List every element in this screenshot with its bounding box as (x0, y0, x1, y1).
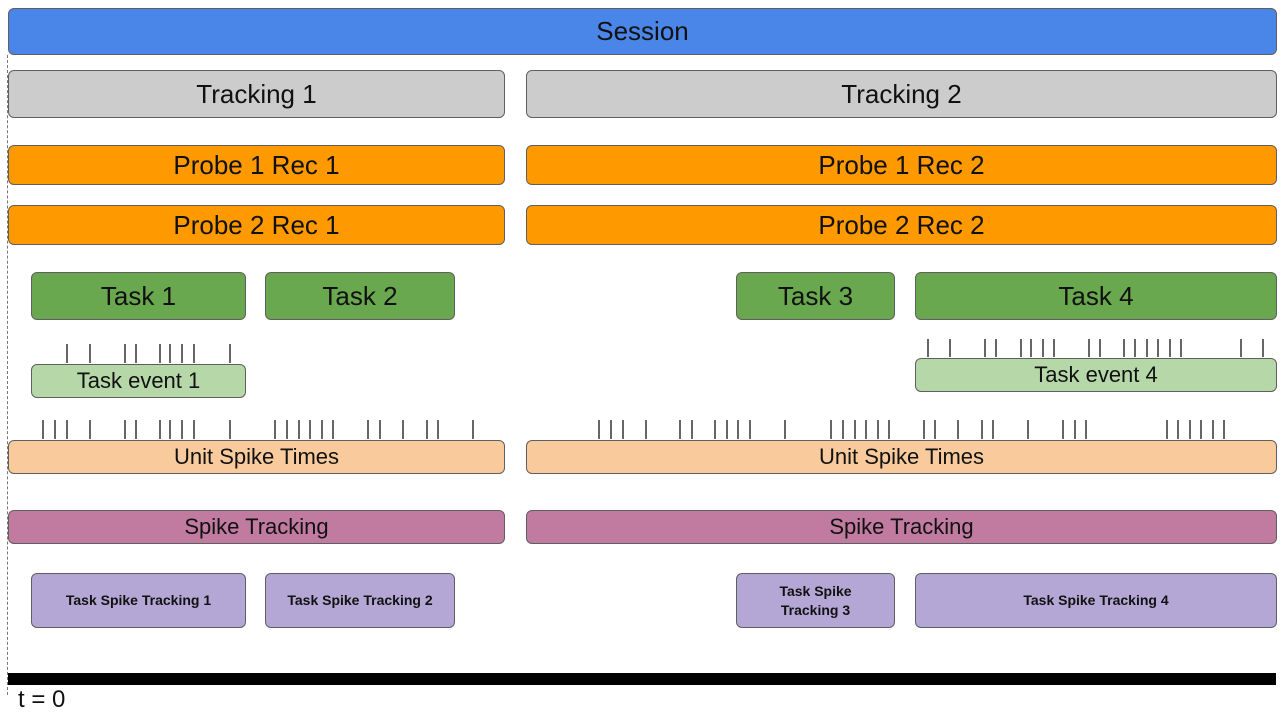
probe-2-rec-2-label: Probe 2 Rec 2 (818, 209, 985, 240)
spike-tracking-2-bar: Spike Tracking (526, 510, 1277, 544)
probe-2-rec-1-bar: Probe 2 Rec 1 (8, 205, 505, 245)
t-zero-label: t = 0 (18, 686, 66, 713)
unit-spike-times-1-label: Unit Spike Times (173, 444, 340, 469)
task-spike-tracking-2-box: Task Spike Tracking 2 (265, 573, 455, 628)
task-1-bar: Task 1 (31, 272, 246, 320)
unit-spike-times-2-label: Unit Spike Times (818, 444, 985, 469)
task-spike-tracking-2-label: Task Spike Tracking 2 (287, 592, 433, 608)
spike-tracking-1-label: Spike Tracking (184, 514, 329, 539)
task-spike-tracking-1-box: Task Spike Tracking 1 (31, 573, 246, 628)
task-event-1-label: Task event 1 (76, 368, 201, 393)
unit-spike-times-1-bar: Unit Spike Times (8, 440, 505, 474)
task-spike-tracking-4-label: Task Spike Tracking 4 (1023, 592, 1169, 608)
tracking-1-label: Tracking 1 (196, 78, 317, 109)
task-3-label: Task 3 (777, 280, 854, 311)
task-spike-tracking-3-label: Task Spike Tracking 3 (779, 582, 852, 618)
probe-1-rec-1-bar: Probe 1 Rec 1 (8, 145, 505, 185)
probe-1-rec-2-bar: Probe 1 Rec 2 (526, 145, 1277, 185)
probe-1-rec-2-label: Probe 1 Rec 2 (818, 149, 985, 180)
task-4-label: Task 4 (1058, 280, 1134, 311)
task-event-4-label: Task event 4 (1034, 362, 1158, 387)
task-2-label: Task 2 (322, 280, 398, 311)
spike-tracking-2-label: Spike Tracking (829, 514, 974, 539)
task-2-bar: Task 2 (265, 272, 455, 320)
task-event-1-bar: Task event 1 (31, 364, 246, 398)
task-spike-tracking-4-box: Task Spike Tracking 4 (915, 573, 1277, 628)
probe-1-rec-1-label: Probe 1 Rec 1 (173, 149, 340, 180)
task-4-bar: Task 4 (915, 272, 1277, 320)
task-3-bar: Task 3 (736, 272, 895, 320)
spike-tracking-1-bar: Spike Tracking (8, 510, 505, 544)
unit-spike-times-2-bar: Unit Spike Times (526, 440, 1277, 474)
probe-2-rec-1-label: Probe 2 Rec 1 (173, 209, 340, 240)
session-bar: Session (8, 8, 1277, 55)
tracking-2-bar: Tracking 2 (526, 70, 1277, 118)
session-label: Session (596, 16, 689, 46)
task-spike-tracking-1-label: Task Spike Tracking 1 (65, 592, 212, 608)
task-spike-tracking-3-box: Task Spike Tracking 3 (736, 573, 895, 628)
probe-2-rec-2-bar: Probe 2 Rec 2 (526, 205, 1277, 245)
tracking-1-bar: Tracking 1 (8, 70, 505, 118)
t-zero-dashed-line (7, 55, 8, 695)
task-1-label: Task 1 (100, 280, 177, 311)
task-event-4-bar: Task event 4 (915, 358, 1277, 392)
timeline-axis (8, 673, 1276, 685)
tracking-2-label: Tracking 2 (841, 78, 962, 109)
